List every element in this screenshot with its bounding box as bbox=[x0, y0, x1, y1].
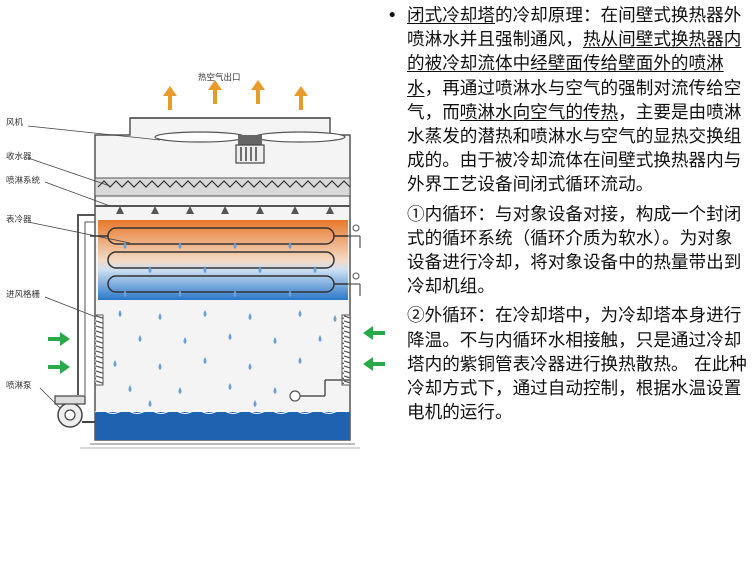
water-drop bbox=[148, 400, 152, 407]
water-drop bbox=[118, 310, 122, 317]
label-air-outlet: 热空气出口 bbox=[198, 72, 241, 83]
cooling-tower-diagram: 热空气出口 bbox=[0, 0, 392, 480]
water-drop bbox=[178, 387, 182, 394]
water-drop bbox=[183, 337, 187, 344]
water-drop bbox=[178, 290, 182, 297]
water-drop bbox=[248, 363, 252, 370]
thermometer-icons bbox=[348, 224, 361, 296]
water-drop bbox=[273, 387, 277, 394]
water-drop bbox=[228, 383, 232, 390]
principle-paragraph: •闭式冷却塔的冷却原理：在间壁式换热器外喷淋水并且强制通风，热从间壁式换热器内的… bbox=[387, 6, 742, 196]
ground-hatch bbox=[80, 443, 360, 449]
float-valve bbox=[289, 379, 350, 402]
bullet-icon: • bbox=[387, 6, 398, 26]
outer-loop-paragraph: ②外循环：在冷却塔中，为冷却塔本身进行降温。不与内循环水相接触，只是通过冷却塔内… bbox=[407, 306, 747, 424]
inner-loop-paragraph: ①内循环：与对象设备对接，构成一个封闭式的循环系统（循环介质为软水）。为对象设备… bbox=[407, 204, 742, 298]
description-text: •闭式冷却塔的冷却原理：在间壁式换热器外喷淋水并且强制通风，热从间壁式换热器内的… bbox=[387, 4, 749, 425]
label-leaders bbox=[27, 125, 161, 409]
water-drop bbox=[258, 266, 262, 273]
water-drop bbox=[298, 310, 302, 317]
label-fan: 风机 bbox=[6, 117, 24, 128]
fan bbox=[154, 131, 346, 164]
water-drop bbox=[288, 290, 292, 297]
label-eliminator: 收水器 bbox=[6, 151, 32, 162]
label-spray-system: 喷淋系统 bbox=[6, 175, 41, 186]
spray-heat-phrase: 喷淋水向空气的传热 bbox=[459, 102, 619, 123]
water-drop bbox=[233, 290, 237, 297]
spray-system bbox=[95, 205, 350, 214]
heat-path-phrase: 热从间壁式换热器内的被冷却流体中经壁面传给壁面外的喷淋水 bbox=[407, 30, 742, 99]
cooling-tower-svg: 热空气出口 bbox=[6, 72, 385, 449]
coil bbox=[90, 220, 348, 300]
drift-eliminator bbox=[94, 177, 351, 197]
water-drop bbox=[158, 313, 162, 320]
air-inlet-arrows bbox=[48, 326, 385, 374]
water-drop bbox=[128, 385, 132, 392]
air-outlet-arrows bbox=[163, 80, 308, 110]
water-drop bbox=[333, 315, 337, 322]
water-drop bbox=[273, 337, 277, 344]
water-drop bbox=[288, 242, 292, 249]
water-drop bbox=[148, 266, 152, 273]
label-spray-pump: 喷淋泵 bbox=[6, 380, 32, 391]
water-drop bbox=[318, 335, 322, 342]
water-drop bbox=[123, 290, 127, 297]
label-coil: 表冷器 bbox=[6, 214, 32, 225]
water-drop bbox=[138, 335, 142, 342]
inlet-louvers bbox=[94, 314, 351, 386]
water-drop bbox=[178, 242, 182, 249]
water-drop bbox=[298, 357, 302, 364]
water-drop bbox=[253, 400, 257, 407]
water-drop bbox=[248, 313, 252, 320]
water-drop bbox=[203, 266, 207, 273]
water-drop bbox=[123, 242, 127, 249]
water-drop bbox=[113, 360, 117, 367]
principle-term: 闭式冷却塔 bbox=[407, 6, 495, 26]
water-drop bbox=[233, 242, 237, 249]
water-drop bbox=[313, 266, 317, 273]
water-droplets bbox=[113, 242, 337, 407]
water-drop bbox=[158, 363, 162, 370]
water-drop bbox=[228, 333, 232, 340]
water-drop bbox=[203, 357, 207, 364]
water-drop bbox=[203, 310, 207, 317]
label-inlet-louver: 进风格栅 bbox=[6, 289, 41, 300]
water-basin bbox=[94, 410, 350, 440]
spray-pump bbox=[54, 214, 95, 428]
